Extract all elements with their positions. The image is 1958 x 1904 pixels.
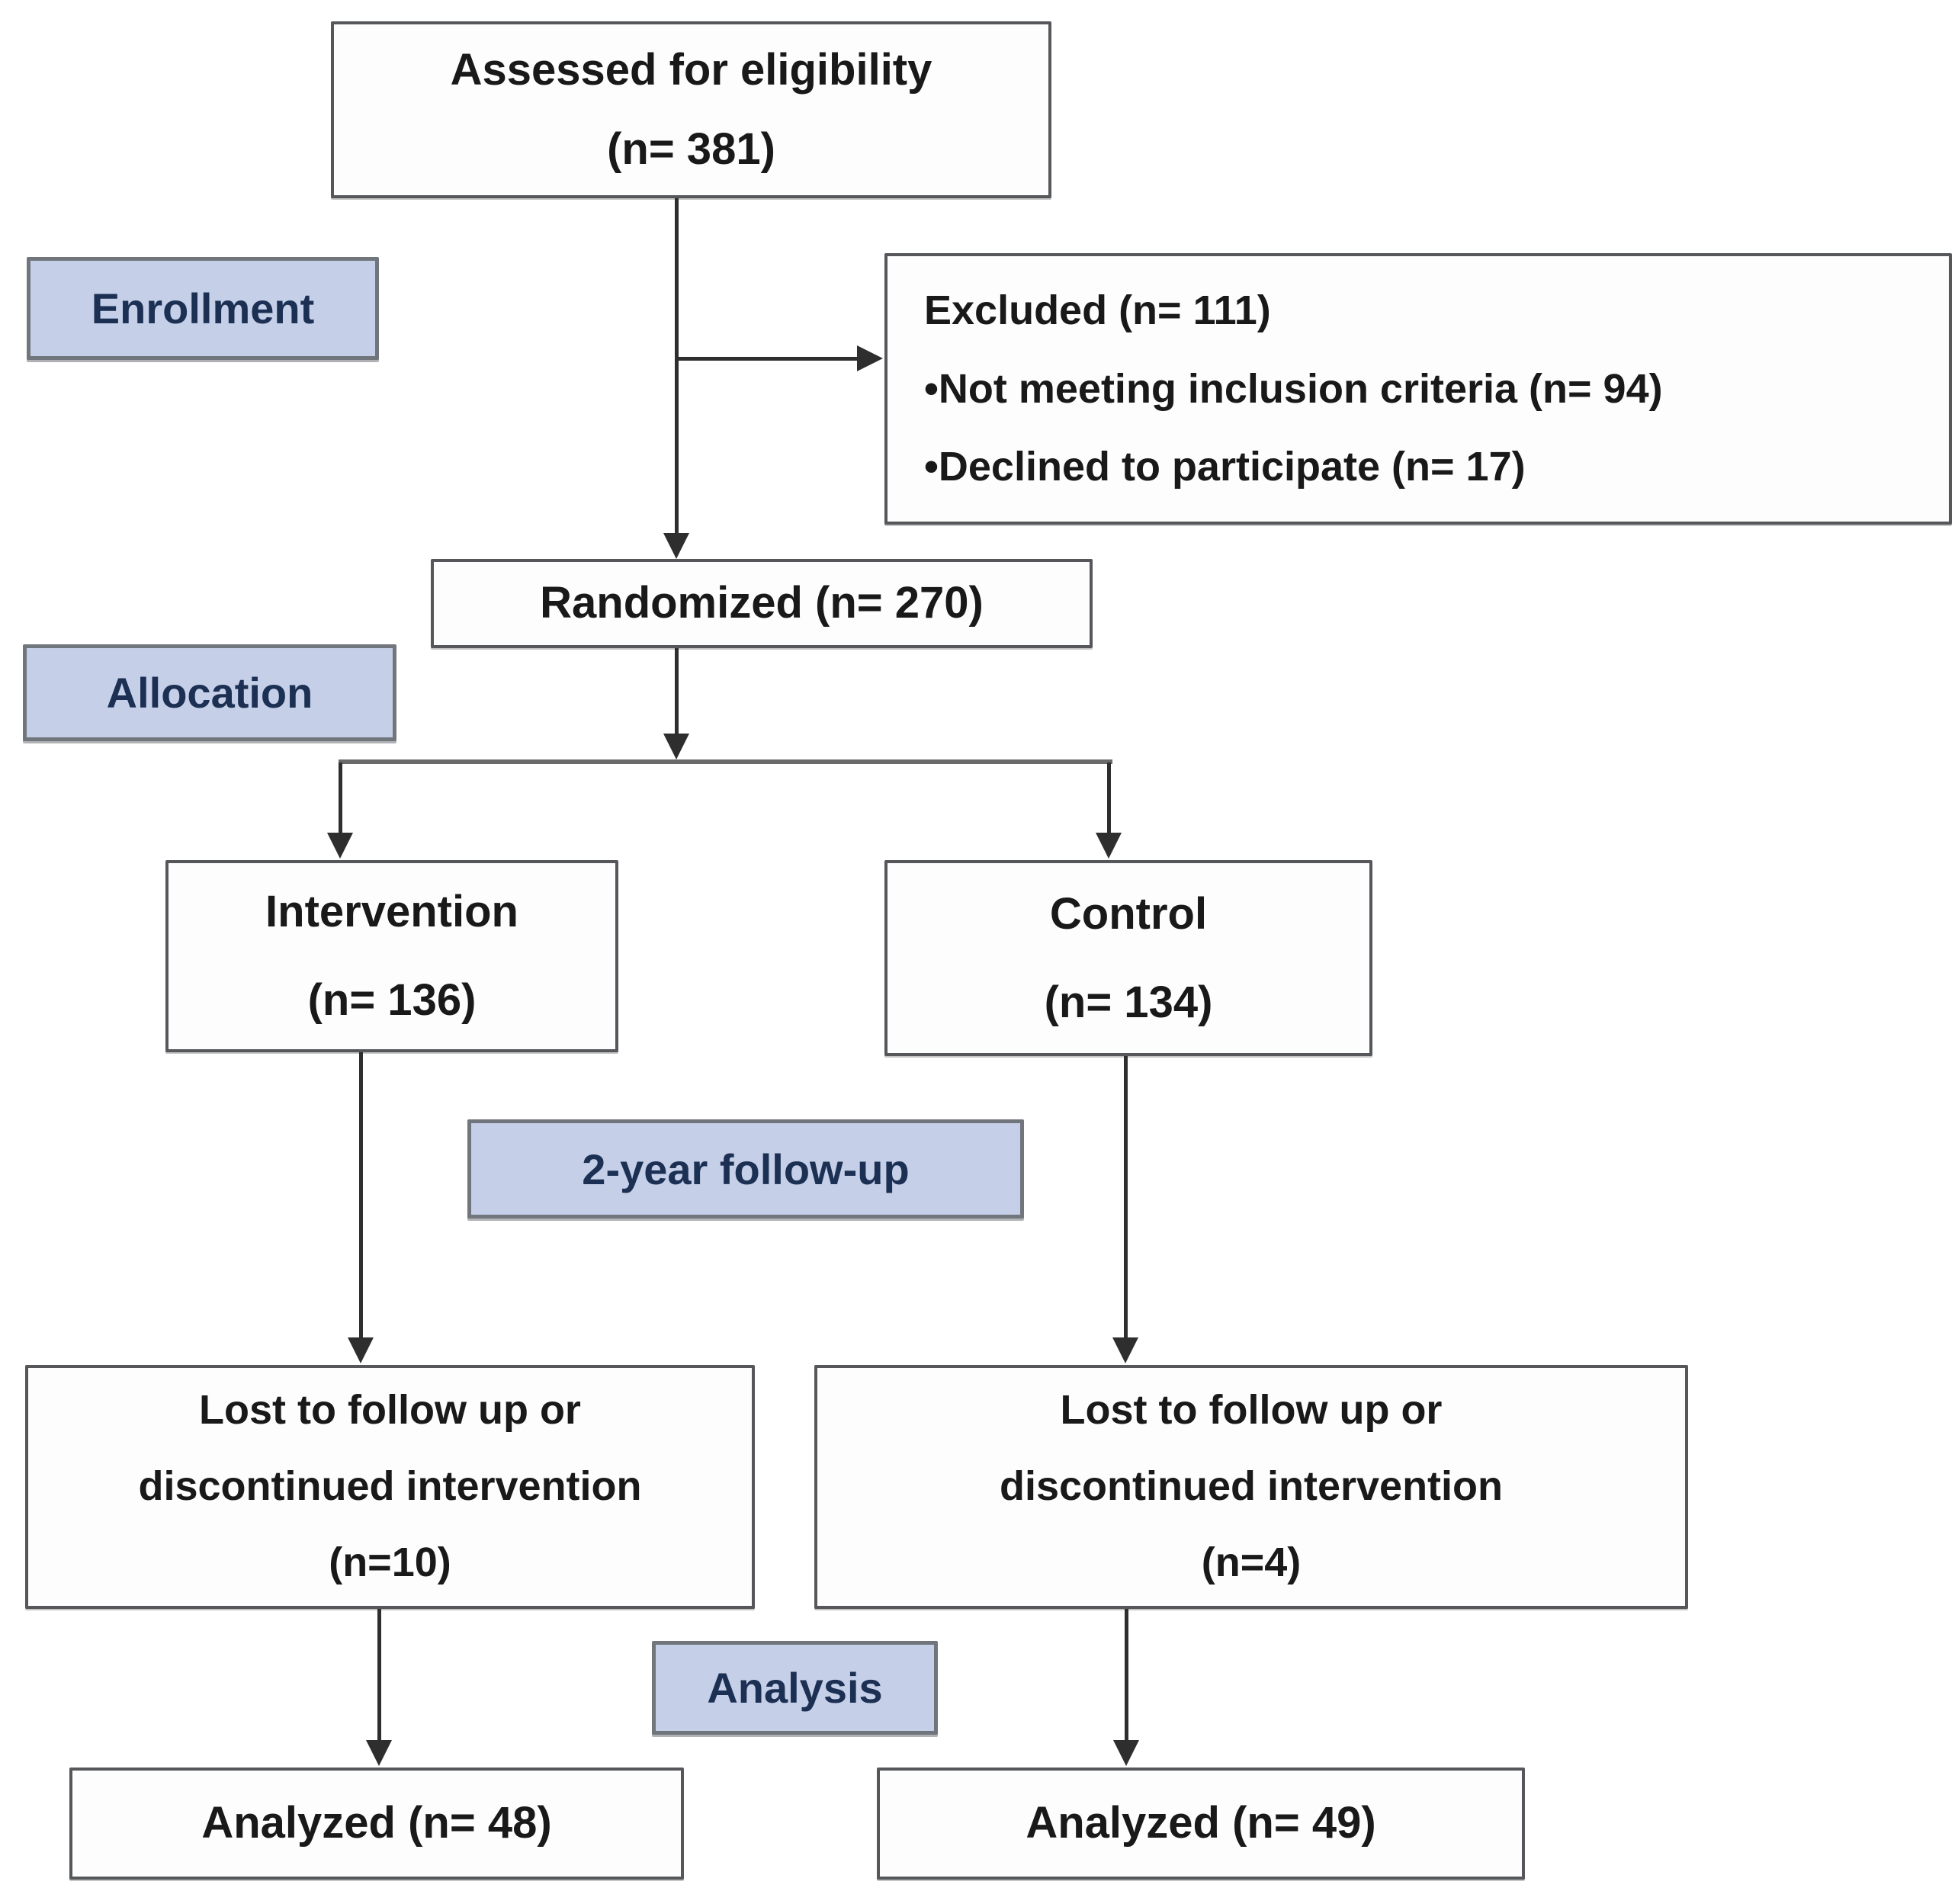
connector-split-to-intervention (339, 763, 342, 833)
enrollment-label-text: Enrollment (91, 284, 315, 332)
excluded-title: Excluded (n= 111) (924, 287, 1271, 334)
assessed-line1: Assessed for eligibility (450, 44, 932, 95)
stage-label-followup: 2-year follow-up (467, 1119, 1024, 1218)
box-assessed-for-eligibility: Assessed for eligibility (n= 381) (331, 21, 1051, 198)
control-count: (n= 134) (1044, 977, 1213, 1027)
connector-assessed-to-randomized (675, 198, 679, 535)
arrowhead-into-control (1096, 833, 1122, 859)
assessed-count: (n= 381) (607, 124, 775, 174)
intervention-line1: Intervention (265, 887, 518, 936)
connector-split-to-control (1107, 763, 1111, 833)
connector-randomized-to-split (675, 648, 679, 735)
box-analyzed-control: Analyzed (n= 49) (877, 1768, 1525, 1880)
box-randomized: Randomized (n= 270) (431, 559, 1093, 648)
arrowhead-into-analyzed-control (1113, 1740, 1139, 1766)
lost-control-line2: discontinued intervention (999, 1463, 1504, 1510)
lost-control-line1: Lost to follow up or (1060, 1387, 1443, 1434)
lost-control-count: (n=4) (1201, 1539, 1302, 1585)
box-analyzed-intervention: Analyzed (n= 48) (69, 1768, 684, 1880)
allocation-label-text: Allocation (106, 669, 313, 717)
lost-intervention-count: (n=10) (329, 1539, 451, 1585)
analyzed-control-text: Analyzed (n= 49) (1026, 1798, 1376, 1848)
stage-label-enrollment: Enrollment (27, 257, 379, 360)
box-control-arm: Control (n= 134) (884, 860, 1372, 1056)
arrowhead-into-lost-intervention (348, 1337, 374, 1363)
arrowhead-into-intervention (327, 833, 353, 859)
arrowhead-into-lost-control (1112, 1337, 1138, 1363)
stage-label-analysis: Analysis (652, 1641, 938, 1735)
analyzed-intervention-text: Analyzed (n= 48) (201, 1798, 552, 1848)
box-lost-followup-intervention: Lost to follow up or discontinued interv… (25, 1365, 755, 1609)
allocation-split-line (339, 759, 1112, 764)
connector-to-excluded (678, 357, 857, 361)
lost-intervention-line1: Lost to follow up or (199, 1387, 581, 1434)
followup-label-text: 2-year follow-up (582, 1145, 910, 1193)
arrowhead-into-analyzed-intervention (366, 1740, 392, 1766)
connector-intervention-to-lost (359, 1052, 363, 1337)
connector-control-to-lost (1124, 1056, 1128, 1337)
arrowhead-into-split (663, 734, 689, 759)
stage-label-allocation: Allocation (23, 644, 396, 741)
arrowhead-into-excluded (857, 345, 883, 371)
analysis-label-text: Analysis (707, 1664, 883, 1712)
intervention-count: (n= 136) (307, 975, 477, 1025)
box-lost-followup-control: Lost to follow up or discontinued interv… (814, 1365, 1688, 1609)
control-line1: Control (1049, 888, 1208, 939)
connector-lost-to-analyzed-intervention (377, 1609, 381, 1740)
box-intervention-arm: Intervention (n= 136) (165, 860, 618, 1052)
randomized-text: Randomized (n= 270) (540, 578, 984, 628)
arrowhead-into-randomized (663, 533, 689, 559)
connector-lost-to-analyzed-control (1125, 1609, 1128, 1740)
excluded-reason-2: •Declined to participate (n= 17) (924, 444, 1526, 490)
lost-intervention-line2: discontinued intervention (138, 1463, 642, 1510)
box-excluded: Excluded (n= 111) •Not meeting inclusion… (884, 253, 1952, 525)
excluded-reason-1: •Not meeting inclusion criteria (n= 94) (924, 365, 1663, 412)
